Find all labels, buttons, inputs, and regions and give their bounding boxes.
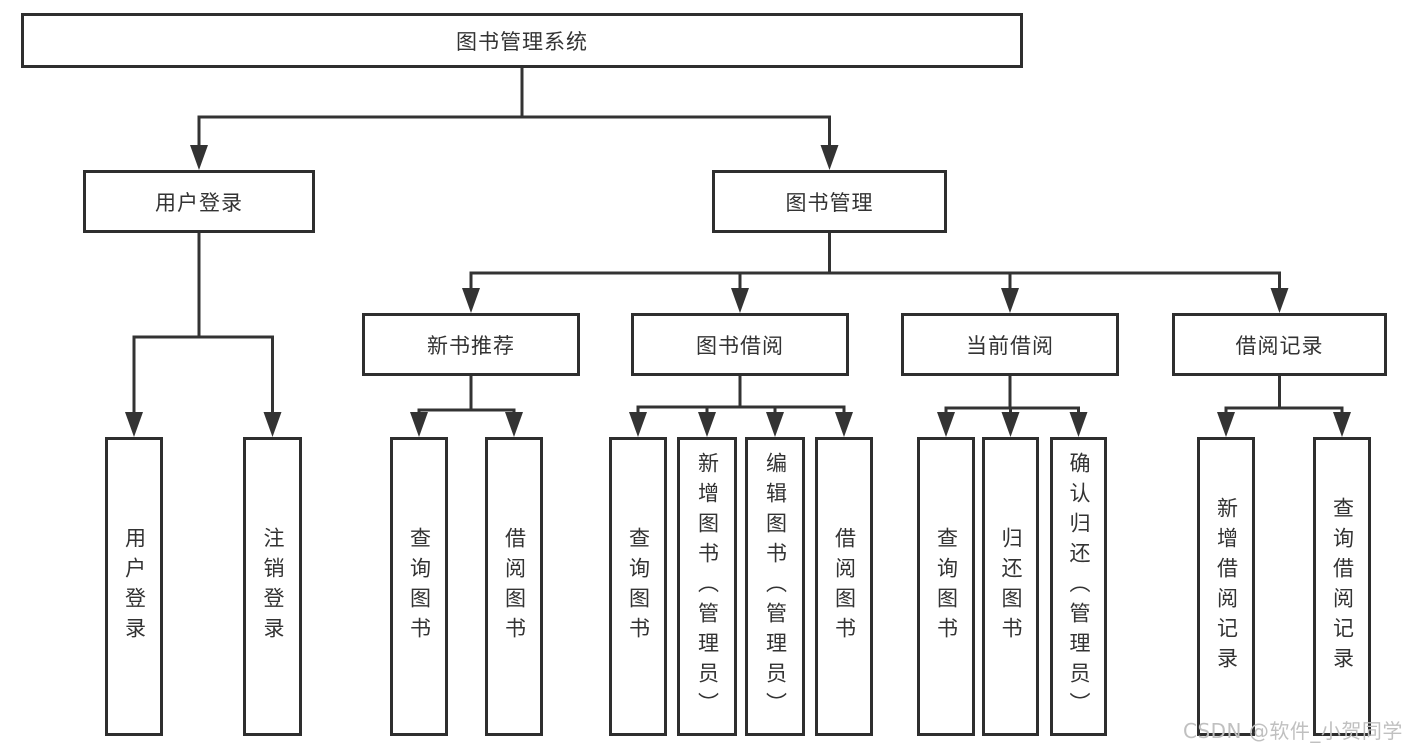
node-bb-add: 新增图书（管理员） — [677, 437, 737, 736]
connector-book-mgmt — [462, 231, 1289, 313]
node-label-nbr-borrow: 借阅图书 — [502, 526, 527, 647]
node-label-nbr-query: 查询图书 — [407, 526, 432, 647]
node-br-query: 查询借阅记录 — [1313, 437, 1371, 736]
node-book-borrow: 图书借阅 — [631, 313, 849, 376]
node-label-user-login: 用户登录 — [155, 190, 243, 215]
arrowhead-icon — [766, 412, 784, 437]
arrowhead-icon — [1333, 412, 1351, 437]
node-cb-return: 归还图书 — [982, 437, 1039, 736]
watermark-text: CSDN @软件_小贺同学 — [1183, 719, 1403, 743]
node-nbr-borrow: 借阅图书 — [485, 437, 543, 736]
arrowhead-icon — [462, 288, 480, 313]
arrowhead-icon — [263, 412, 282, 437]
node-current-borrow: 当前借阅 — [901, 313, 1119, 376]
node-label-book-mgmt: 图书管理 — [785, 190, 874, 215]
connector-current-borrow — [937, 374, 1088, 437]
arrowhead-icon — [190, 145, 208, 170]
node-label-bb-add: 新增图书（管理员） — [695, 451, 720, 722]
connector-new-book-rec — [410, 374, 523, 437]
node-user-login: 用户登录 — [83, 170, 315, 233]
node-logout: 注销登录 — [243, 437, 302, 736]
node-label-cb-query: 查询图书 — [934, 526, 959, 647]
connector-user-login — [125, 231, 282, 437]
node-label-bb-borrow: 借阅图书 — [832, 526, 857, 647]
node-cb-query: 查询图书 — [917, 437, 975, 736]
arrowhead-icon — [835, 412, 853, 437]
node-label-cb-return: 归还图书 — [999, 526, 1023, 647]
node-cb-confirm: 确认归还（管理员） — [1050, 437, 1107, 736]
node-borrow-record: 借阅记录 — [1172, 313, 1387, 376]
node-label-do-login: 用户登录 — [122, 526, 147, 647]
node-label-logout: 注销登录 — [261, 526, 285, 647]
node-label-bb-edit: 编辑图书（管理员） — [763, 451, 788, 722]
connector-borrow-record — [1217, 374, 1351, 437]
node-label-br-add: 新增借阅记录 — [1214, 496, 1239, 677]
node-br-add: 新增借阅记录 — [1197, 437, 1255, 736]
arrowhead-icon — [410, 412, 428, 437]
arrowhead-icon — [1001, 412, 1020, 437]
node-bb-query: 查询图书 — [609, 437, 667, 736]
node-do-login: 用户登录 — [105, 437, 163, 736]
arrowhead-icon — [629, 412, 647, 437]
arrowhead-icon — [1270, 288, 1289, 313]
node-label-cb-confirm: 确认归还（管理员） — [1067, 451, 1091, 722]
arrowhead-icon — [1217, 412, 1235, 437]
node-nbr-query: 查询图书 — [390, 437, 448, 736]
node-label-book-borrow: 图书借阅 — [696, 333, 784, 358]
node-label-current-borrow: 当前借阅 — [966, 333, 1054, 358]
connector-book-borrow — [629, 374, 853, 437]
node-label-borrow-record: 借阅记录 — [1235, 333, 1324, 358]
node-book-mgmt: 图书管理 — [712, 170, 947, 233]
arrowhead-icon — [125, 412, 143, 437]
arrowhead-icon — [1069, 412, 1088, 437]
node-label-br-query: 查询借阅记录 — [1330, 496, 1355, 677]
node-new-book-rec: 新书推荐 — [362, 313, 580, 376]
arrowhead-icon — [698, 412, 716, 437]
node-bb-edit: 编辑图书（管理员） — [745, 437, 805, 736]
node-label-root: 图书管理系统 — [456, 29, 588, 54]
node-root: 图书管理系统 — [21, 13, 1023, 68]
arrowhead-icon — [505, 412, 523, 437]
arrowhead-icon — [820, 145, 839, 170]
node-label-new-book-rec: 新书推荐 — [427, 333, 515, 358]
connector-root — [190, 66, 839, 170]
arrowhead-icon — [937, 412, 955, 437]
arrowhead-icon — [1001, 288, 1019, 313]
node-label-bb-query: 查询图书 — [626, 526, 651, 647]
arrowhead-icon — [731, 288, 749, 313]
node-bb-borrow: 借阅图书 — [815, 437, 873, 736]
